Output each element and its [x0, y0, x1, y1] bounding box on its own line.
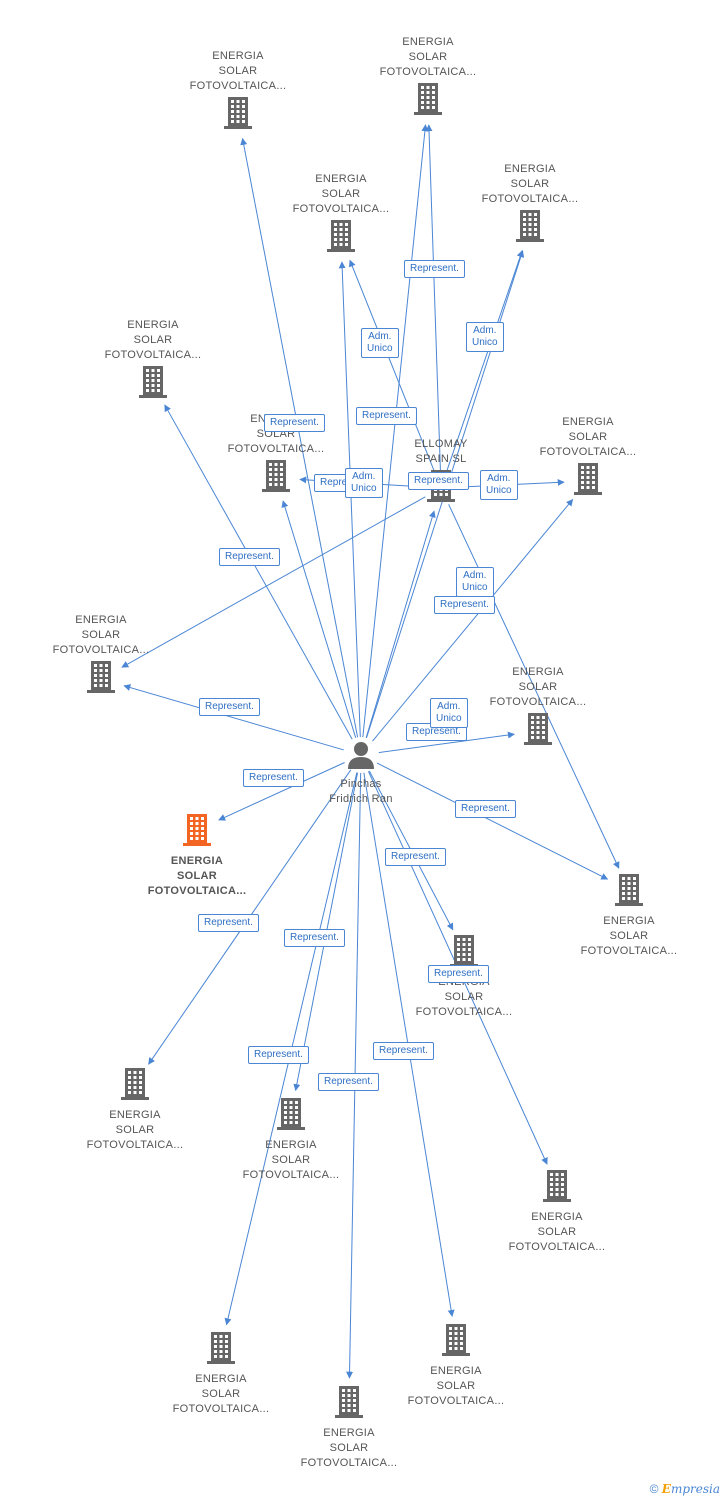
- person-node[interactable]: Pinchas Fridrich Ran: [296, 738, 426, 807]
- building-icon: [156, 1331, 286, 1370]
- building-icon: [226, 1097, 356, 1136]
- node-label: ENERGIA SOLAR FOTOVOLTAICA...: [300, 1427, 398, 1469]
- node-label: ENERGIA SOLAR FOTOVOLTAICA...: [407, 1365, 505, 1407]
- company-node[interactable]: ENERGIA SOLAR FOTOVOLTAICA...: [473, 665, 603, 753]
- edge-label[interactable]: Represent.: [198, 914, 259, 932]
- building-icon: [284, 1385, 414, 1424]
- company-node[interactable]: ENERGIA SOLAR FOTOVOLTAICA...: [492, 1167, 622, 1255]
- edge-line-p-c2: [362, 124, 429, 738]
- edge-label[interactable]: Adm. Unico: [361, 328, 399, 358]
- edge-line-ell-c8: [121, 496, 426, 668]
- focus-company-node[interactable]: ENERGIA SOLAR FOTOVOLTAICA...: [132, 811, 262, 899]
- building-icon: [276, 219, 406, 258]
- footer: © Empresia: [650, 1482, 720, 1496]
- node-label: ENERGIA SOLAR FOTOVOLTAICA...: [189, 50, 287, 92]
- edge-line-p-foc: [218, 762, 345, 821]
- edge-label[interactable]: Adm. Unico: [456, 567, 494, 597]
- company-node[interactable]: ENERGIA SOLAR FOTOVOLTAICA...: [564, 871, 694, 959]
- node-label: ENERGIA SOLAR FOTOVOLTAICA...: [104, 319, 202, 361]
- edge-label[interactable]: Represent.: [373, 1042, 434, 1060]
- building-icon: [523, 462, 653, 501]
- building-icon: [88, 365, 218, 404]
- edge-label[interactable]: Represent.: [318, 1073, 379, 1091]
- edge-label[interactable]: Adm. Unico: [430, 698, 468, 728]
- edge-line-ell-c10: [448, 504, 620, 869]
- edge-label[interactable]: Represent.: [248, 1046, 309, 1064]
- building-icon: [363, 82, 493, 121]
- building-icon: [564, 873, 694, 912]
- edge-line-p-c1: [240, 137, 359, 738]
- person-icon: [296, 740, 426, 775]
- edge-line-p-c6: [281, 500, 357, 738]
- company-node[interactable]: ENERGIA SOLAR FOTOVOLTAICA...: [363, 35, 493, 123]
- edge-line-p-c8: [123, 684, 344, 751]
- node-label: ENERGIA SOLAR FOTOVOLTAICA...: [292, 173, 390, 215]
- edge-label[interactable]: Represent.: [199, 698, 260, 716]
- node-label: ENERGIA SOLAR FOTOVOLTAICA...: [379, 36, 477, 78]
- node-label: ENERGIA SOLAR FOTOVOLTAICA...: [539, 416, 637, 458]
- building-icon: [473, 712, 603, 751]
- edge-label[interactable]: Represent.: [264, 414, 325, 432]
- company-node[interactable]: ENERGIA SOLAR FOTOVOLTAICA...: [211, 412, 341, 500]
- node-label: ENERGIA SOLAR FOTOVOLTAICA...: [580, 915, 678, 957]
- edge-line-p-c9: [378, 731, 515, 754]
- company-node[interactable]: ENERGIA SOLAR FOTOVOLTAICA...: [36, 613, 166, 701]
- node-label: ENERGIA SOLAR FOTOVOLTAICA...: [242, 1139, 340, 1181]
- building-icon: [132, 813, 262, 852]
- company-node[interactable]: ENERGIA SOLAR FOTOVOLTAICA...: [391, 1321, 521, 1409]
- node-label: ENERGIA SOLAR FOTOVOLTAICA...: [489, 666, 587, 708]
- company-node[interactable]: ENERGIA SOLAR FOTOVOLTAICA...: [88, 318, 218, 406]
- edge-line-p-c5: [164, 404, 353, 740]
- edge-label[interactable]: Represent.: [408, 472, 469, 490]
- company-node[interactable]: ENERGIA SOLAR FOTOVOLTAICA...: [226, 1095, 356, 1183]
- building-icon: [70, 1067, 200, 1106]
- edge-line-p-c3: [338, 261, 361, 738]
- edge-line-p-c10: [376, 762, 609, 880]
- building-icon: [391, 1323, 521, 1362]
- node-label: ELLOMAY SPAIN SL: [414, 438, 468, 465]
- building-icon: [173, 96, 303, 135]
- edge-label[interactable]: Represent.: [428, 965, 489, 983]
- building-icon: [465, 209, 595, 248]
- edge-line-p-c7: [372, 498, 574, 742]
- node-label: ENERGIA SOLAR FOTOVOLTAICA...: [147, 855, 247, 897]
- building-icon: [36, 660, 166, 699]
- node-label: ENERGIA SOLAR FOTOVOLTAICA...: [86, 1109, 184, 1151]
- edge-label[interactable]: Represent.: [219, 548, 280, 566]
- edge-label[interactable]: Adm. Unico: [345, 468, 383, 498]
- edge-label[interactable]: Represent.: [284, 929, 345, 947]
- company-node[interactable]: ENERGIA SOLAR FOTOVOLTAICA...: [523, 415, 653, 503]
- edge-label[interactable]: Represent.: [356, 407, 417, 425]
- company-node[interactable]: ENERGIA SOLAR FOTOVOLTAICA...: [70, 1065, 200, 1153]
- copyright-symbol: ©: [649, 1482, 659, 1496]
- edge-label[interactable]: Adm. Unico: [480, 470, 518, 500]
- edge-label[interactable]: Represent.: [404, 260, 465, 278]
- brand-rest: mpresia: [670, 1482, 720, 1496]
- company-node[interactable]: ENERGIA SOLAR FOTOVOLTAICA...: [284, 1383, 414, 1471]
- edge-label[interactable]: Adm. Unico: [466, 322, 504, 352]
- edge-label[interactable]: Represent.: [434, 596, 495, 614]
- edge-line-ell-c3: [349, 259, 435, 472]
- edge-label[interactable]: Represent.: [385, 848, 446, 866]
- edge-line-ell-c4: [446, 250, 524, 472]
- brand-initial: E: [661, 1482, 671, 1496]
- edge-line-p-ell: [365, 510, 436, 738]
- edge-label[interactable]: Represent.: [455, 800, 516, 818]
- edge-line-ell-c2: [425, 124, 441, 471]
- node-label: ENERGIA SOLAR FOTOVOLTAICA...: [481, 163, 579, 205]
- company-node[interactable]: ENERGIA SOLAR FOTOVOLTAICA...: [156, 1329, 286, 1417]
- building-icon: [492, 1169, 622, 1208]
- node-label: Pinchas Fridrich Ran: [329, 778, 393, 805]
- edge-label[interactable]: Represent.: [243, 769, 304, 787]
- node-label: ENERGIA SOLAR FOTOVOLTAICA...: [508, 1211, 606, 1253]
- company-node[interactable]: ENERGIA SOLAR FOTOVOLTAICA...: [173, 49, 303, 137]
- company-node[interactable]: ENERGIA SOLAR FOTOVOLTAICA...: [465, 162, 595, 250]
- building-icon: [211, 459, 341, 498]
- node-label: ENERGIA SOLAR FOTOVOLTAICA...: [52, 614, 150, 656]
- company-node[interactable]: ENERGIA SOLAR FOTOVOLTAICA...: [276, 172, 406, 260]
- node-label: ENERGIA SOLAR FOTOVOLTAICA...: [172, 1373, 270, 1415]
- brand-logo[interactable]: Empresia: [662, 1482, 720, 1496]
